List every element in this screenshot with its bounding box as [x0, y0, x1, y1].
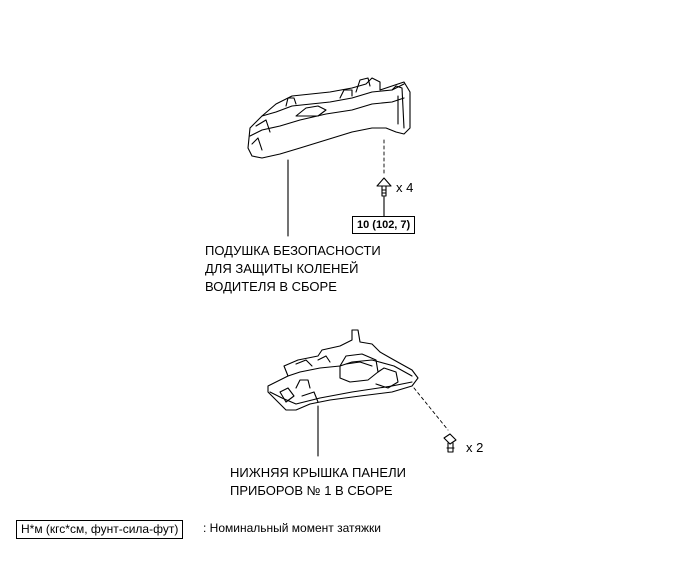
- cover-clip-icon: [443, 433, 457, 453]
- airbag-fastener-qty: x 4: [396, 180, 414, 195]
- airbag-label-line-2: ДЛЯ ЗАЩИТЫ КОЛЕНЕЙ: [205, 261, 359, 276]
- lower-cover-illustration: [267, 329, 419, 411]
- airbag-label: ПОДУШКА БЕЗОПАСНОСТИ ДЛЯ ЗАЩИТЫ КОЛЕНЕЙ …: [205, 242, 381, 296]
- torque-spec-box: 10 (102, 7): [352, 216, 416, 234]
- airbag-label-line-3: ВОДИТЕЛЯ В СБОРЕ: [205, 279, 337, 294]
- cover-fastener-qty: x 2: [466, 440, 484, 455]
- cover-fastener-guide: [413, 387, 449, 431]
- knee-airbag-illustration: [247, 77, 411, 159]
- legend-description: : Номинальный момент затяжки: [203, 521, 381, 535]
- airbag-label-line-1: ПОДУШКА БЕЗОПАСНОСТИ: [205, 243, 381, 258]
- cover-label: НИЖНЯЯ КРЫШКА ПАНЕЛИ ПРИБОРОВ № 1 В СБОР…: [230, 464, 406, 500]
- airbag-bolt-icon: [376, 177, 392, 197]
- legend-units-box: Н*м (кгс*см, фунт-сила-фут): [16, 520, 184, 539]
- cover-label-line-1: НИЖНЯЯ КРЫШКА ПАНЕЛИ: [230, 465, 406, 480]
- cover-label-line-2: ПРИБОРОВ № 1 В СБОРЕ: [230, 483, 393, 498]
